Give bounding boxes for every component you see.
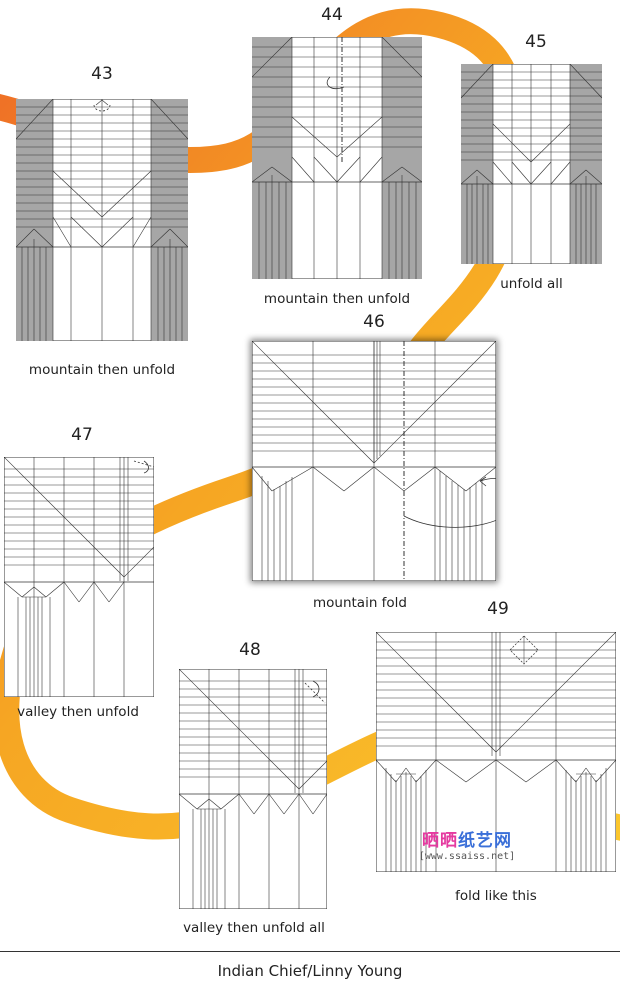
step-49-caption: fold like this: [455, 888, 537, 904]
watermark-name: 晒晒纸艺网: [422, 831, 512, 851]
folding-diagram: [179, 669, 327, 909]
folding-diagram: [376, 632, 616, 872]
step-46-number: 46: [363, 312, 385, 332]
step-44-number: 44: [321, 5, 343, 25]
step-47-number: 47: [71, 425, 93, 445]
step-43-number: 43: [91, 64, 113, 84]
step-48-diagram: [179, 669, 327, 909]
step-44-diagram: [252, 37, 422, 279]
step-48-caption: valley then unfold all: [183, 920, 325, 936]
step-45-number: 45: [525, 32, 547, 52]
folding-diagram: [4, 457, 154, 697]
step-47-diagram: [4, 457, 154, 697]
step-43-caption: mountain then unfold: [28, 362, 176, 378]
step-47-caption: valley then unfold: [17, 704, 139, 720]
step-45-diagram: [461, 64, 602, 264]
watermark-url: [www.ssaiss.net]: [418, 851, 516, 862]
folding-diagram: [252, 37, 422, 279]
folding-diagram: [16, 99, 188, 341]
step-43-diagram: [16, 99, 188, 341]
folding-diagram: [461, 64, 602, 264]
folding-diagram: [252, 341, 496, 581]
step-48-number: 48: [239, 640, 261, 660]
footer-credit: Indian Chief/Linny Young: [217, 962, 403, 980]
step-46-caption: mountain fold: [312, 595, 408, 611]
step-44-caption: mountain then unfold: [263, 291, 411, 307]
footer-divider: [0, 951, 620, 952]
step-46-diagram: [252, 341, 496, 581]
step-49-diagram: [376, 632, 616, 872]
step-49-number: 49: [487, 599, 509, 619]
step-45-caption: unfold all: [500, 276, 563, 292]
site-watermark: 晒晒纸艺网 [www.ssaiss.net]: [408, 826, 526, 862]
